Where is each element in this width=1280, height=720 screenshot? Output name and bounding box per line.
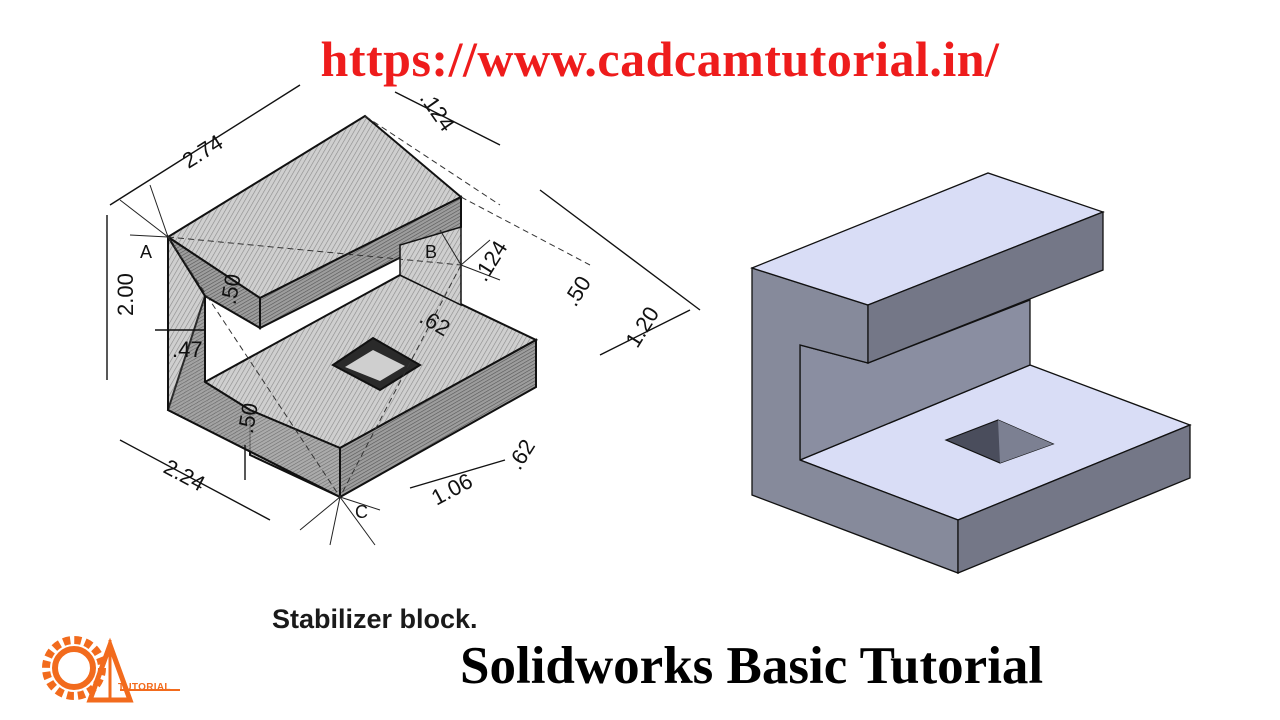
point-b: B	[425, 242, 437, 262]
sketch-base-side	[339, 338, 537, 499]
sketch-caption: Stabilizer block.	[272, 604, 478, 634]
model-top-side	[867, 211, 1104, 364]
dim-slot-width: .124	[469, 236, 513, 286]
point-c: C	[355, 502, 368, 522]
logo-word: TUTORIAL	[118, 682, 171, 693]
model-base-side	[957, 424, 1191, 574]
website-url[interactable]: https://www.cadcamtutorial.in/	[320, 31, 1000, 87]
dim-hole-size: .62	[503, 435, 540, 474]
dim-inner-height: .47	[172, 337, 203, 362]
dim-top-thickness: .50	[216, 272, 246, 306]
dim-front-width: 2.24	[160, 454, 210, 496]
dim-base-length: 1.06	[427, 468, 477, 510]
dim-base-thickness: .50	[233, 401, 263, 435]
dim-slot-depth: .50	[559, 271, 596, 310]
cam-logo	[42, 636, 180, 703]
solid-model	[750, 172, 1192, 574]
point-a: A	[140, 242, 152, 262]
tutorial-title: Solidworks Basic Tutorial	[460, 637, 1044, 695]
dim-height: 2.00	[113, 273, 138, 316]
dim-top-width: .124	[415, 87, 460, 136]
sketch-back-wall	[399, 225, 462, 307]
